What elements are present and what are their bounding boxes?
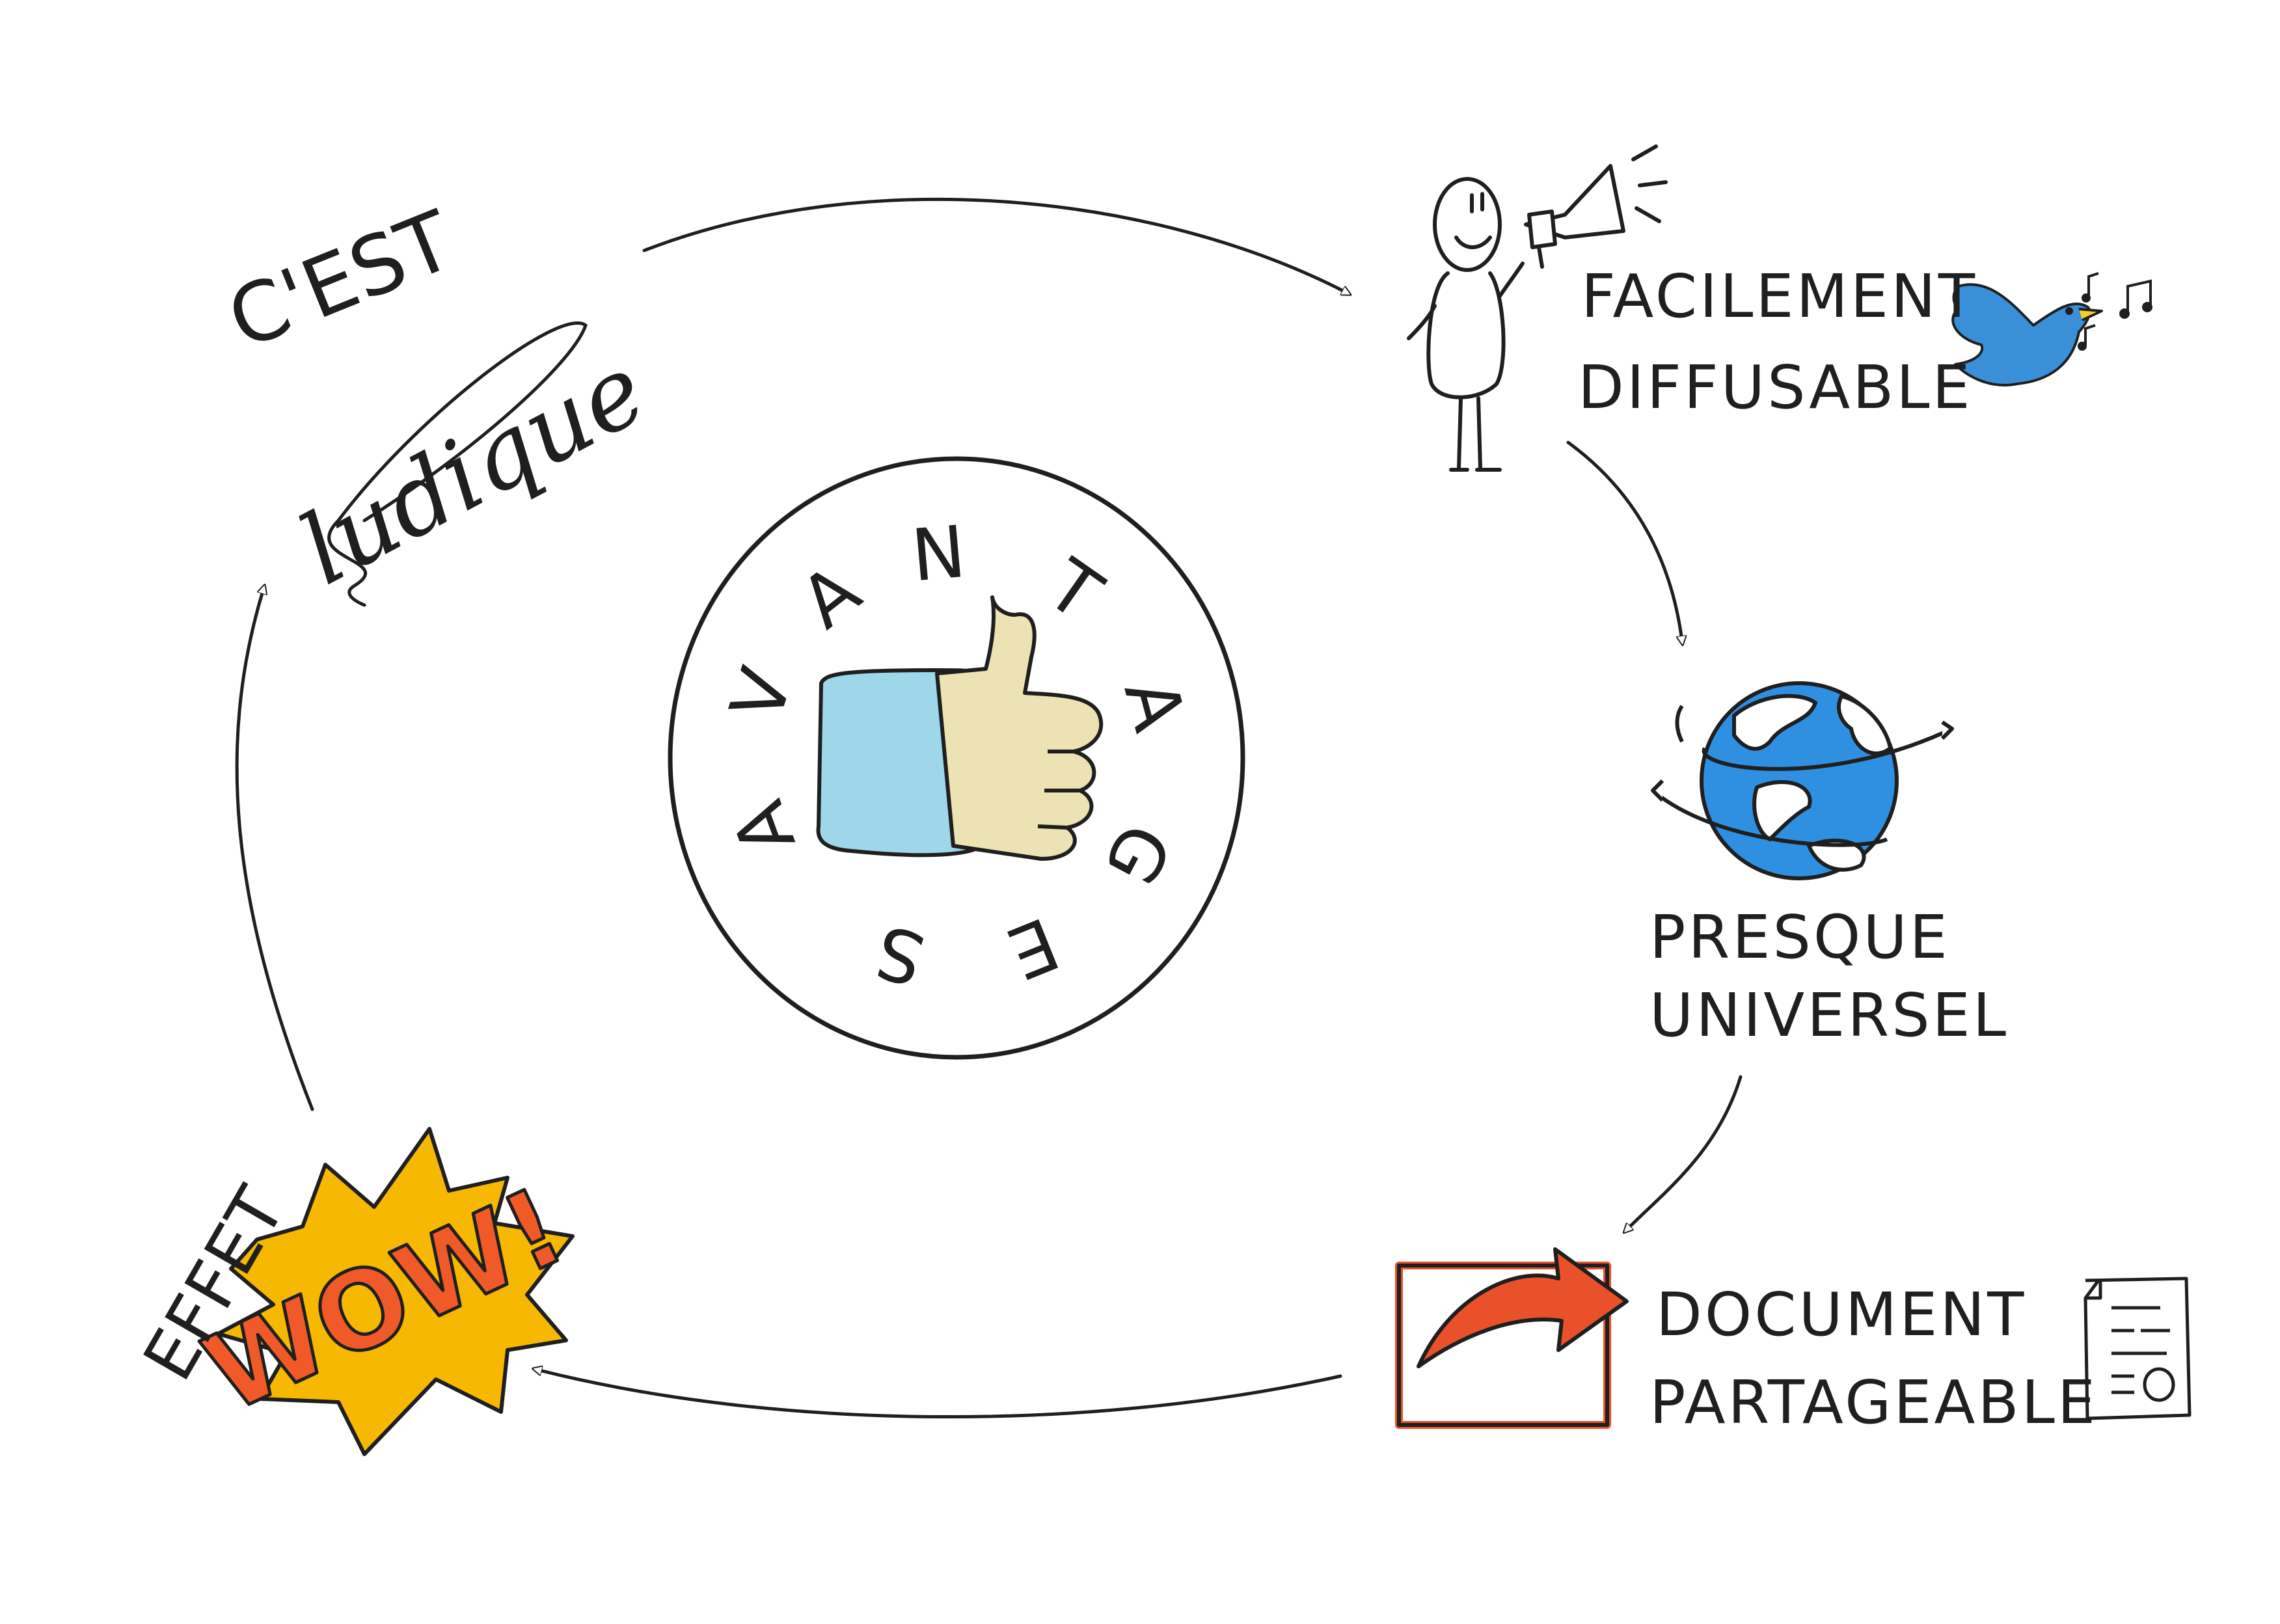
arrow-wow-to-ludique [235, 589, 314, 1111]
partageable-line2: PARTAGEABLE [1649, 1368, 2098, 1437]
universel-line2: UNIVERSEL [1649, 981, 2009, 1050]
globe-icon [1651, 681, 1954, 880]
arrow-diffusable-to-universel [1566, 440, 1682, 641]
megaphone-person-icon [1407, 144, 1668, 472]
diffusable-line2: DIFFUSABLE [1578, 353, 1973, 422]
share-arrow-icon [1395, 1247, 1629, 1429]
arrow-ludique-to-diffusable [642, 197, 1347, 293]
thumbs-up-icon [816, 595, 1104, 861]
music-notes-icon [2078, 272, 2152, 351]
diffusable-line1: FACILEMENT [1581, 262, 1978, 331]
universel-line1: PRESQUE [1649, 902, 1950, 972]
arrow-partageable-to-wow [537, 1370, 1342, 1419]
arrow-universel-to-partageable [1627, 1075, 1743, 1230]
partageable-line1: DOCUMENT [1656, 1280, 2027, 1349]
avantages-letter: N [908, 510, 969, 598]
ludique-underline [327, 321, 588, 607]
document-icon [2083, 1277, 2192, 1420]
twitter-bird-icon [1951, 283, 2103, 386]
